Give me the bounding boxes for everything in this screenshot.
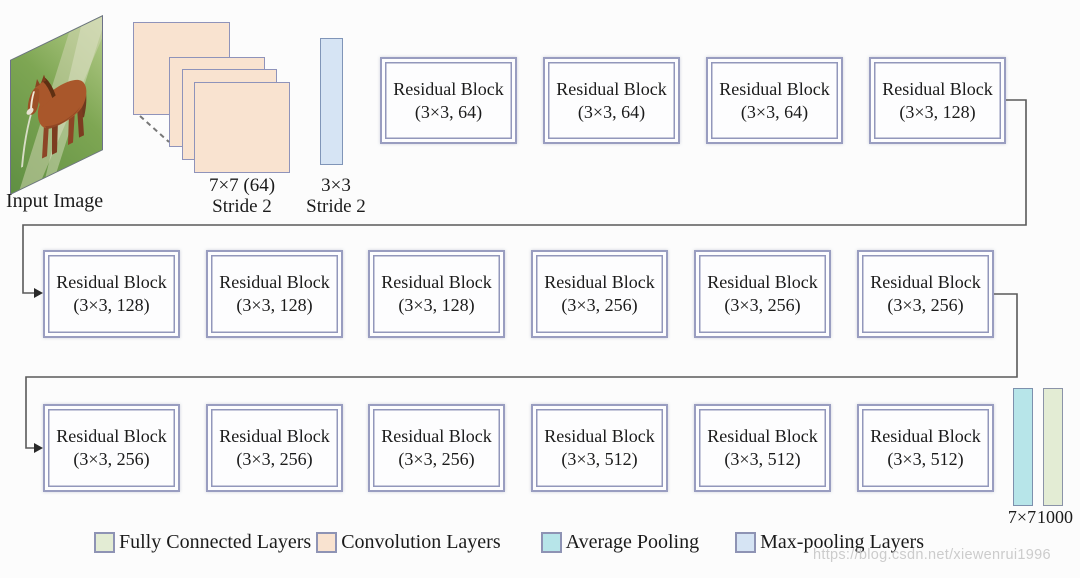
conv-stack-dashed-line	[139, 115, 170, 143]
block-params: (3×3, 256)	[561, 295, 638, 315]
block-params: (3×3, 64)	[740, 101, 809, 122]
residual-block: Residual Block (3×3, 256)	[694, 250, 831, 338]
input-image-label: Input Image	[6, 190, 104, 212]
residual-block: Residual Block (3×3, 64)	[380, 57, 517, 144]
block-params: (3×3, 512)	[887, 449, 964, 469]
legend-label: Convolution Layers	[341, 531, 501, 553]
conv-stem-stride: Stride 2	[212, 196, 272, 217]
legend-item-max-pooling: Max-pooling Layers	[735, 531, 924, 554]
residual-block: Residual Block (3×3, 256)	[368, 404, 505, 492]
block-params: (3×3, 256)	[73, 449, 150, 469]
block-title: Residual Block	[393, 78, 504, 99]
block-title: Residual Block	[219, 426, 330, 446]
legend-item-fully-connected: Fully Connected Layers	[94, 531, 311, 554]
block-params: (3×3, 256)	[724, 295, 801, 315]
residual-block: Residual Block (3×3, 128)	[206, 250, 343, 338]
block-title: Residual Block	[870, 426, 981, 446]
fully-connected-swatch	[94, 532, 115, 553]
average-pooling-swatch	[540, 532, 562, 553]
residual-block: Residual Block (3×3, 512)	[857, 404, 994, 492]
fc-label: 1000	[1037, 507, 1073, 527]
legend-label: Fully Connected Layers	[119, 531, 312, 553]
legend-item-convolution: Convolution Layers	[316, 531, 501, 554]
block-params: (3×3, 128)	[398, 295, 475, 315]
max-pool-label: 3×3 Stride 2	[300, 175, 372, 217]
input-image-photo	[10, 15, 103, 196]
fully-connected-bar	[1043, 388, 1063, 506]
block-title: Residual Block	[870, 272, 981, 292]
block-title: Residual Block	[219, 272, 330, 292]
block-params: (3×3, 128)	[236, 295, 313, 315]
residual-block: Residual Block (3×3, 256)	[43, 404, 180, 492]
residual-block: Residual Block (3×3, 64)	[543, 57, 680, 144]
block-title: Residual Block	[381, 272, 492, 292]
conv-stem-label: 7×7 (64) Stride 2	[188, 175, 296, 217]
watermark-text: https://blog.csdn.net/xiewenrui1996	[813, 547, 1051, 563]
row2-arrowhead-icon	[34, 288, 43, 298]
residual-block: Residual Block (3×3, 128)	[368, 250, 505, 338]
legend-label: Max-pooling Layers	[760, 531, 924, 553]
block-params: (3×3, 128)	[899, 101, 976, 122]
legend: Fully Connected Layers Convolution Layer…	[94, 531, 924, 554]
max-pool-size: 3×3	[321, 175, 351, 196]
max-pooling-bar	[320, 38, 343, 165]
residual-block: Residual Block (3×3, 256)	[531, 250, 668, 338]
residual-block: Residual Block (3×3, 128)	[869, 57, 1006, 144]
max-pool-stride: Stride 2	[306, 196, 366, 217]
block-params: (3×3, 512)	[724, 449, 801, 469]
avg-pool-label: 7×7	[1007, 507, 1037, 527]
residual-block: Residual Block (3×3, 256)	[857, 250, 994, 338]
legend-label: Average Pooling	[565, 531, 700, 553]
block-title: Residual Block	[707, 272, 818, 292]
max-pooling-swatch	[735, 532, 757, 553]
block-params: (3×3, 256)	[398, 449, 475, 469]
residual-block: Residual Block (3×3, 64)	[706, 57, 843, 144]
block-params: (3×3, 64)	[577, 101, 646, 122]
convolution-swatch	[316, 532, 338, 553]
block-params: (3×3, 256)	[887, 295, 964, 315]
block-params: (3×3, 256)	[236, 449, 313, 469]
block-title: Residual Block	[544, 426, 655, 446]
block-params: (3×3, 64)	[414, 101, 483, 122]
horse-photo-illustration	[11, 15, 103, 196]
block-title: Residual Block	[707, 426, 818, 446]
block-title: Residual Block	[544, 272, 655, 292]
residual-block: Residual Block (3×3, 256)	[206, 404, 343, 492]
conv-stem-size: 7×7 (64)	[208, 175, 276, 196]
block-params: (3×3, 128)	[73, 295, 150, 315]
block-title: Residual Block	[56, 426, 167, 446]
residual-block: Residual Block (3×3, 512)	[694, 404, 831, 492]
block-title: Residual Block	[556, 78, 667, 99]
row3-arrowhead-icon	[34, 443, 43, 453]
average-pooling-bar	[1013, 388, 1033, 506]
block-params: (3×3, 512)	[561, 449, 638, 469]
block-title: Residual Block	[381, 426, 492, 446]
legend-item-average-pooling: Average Pooling	[540, 531, 700, 554]
block-title: Residual Block	[882, 78, 993, 99]
residual-block: Residual Block (3×3, 512)	[531, 404, 668, 492]
residual-block: Residual Block (3×3, 128)	[43, 250, 180, 338]
block-title: Residual Block	[56, 272, 167, 292]
conv-layer-square	[194, 82, 290, 173]
block-title: Residual Block	[719, 78, 830, 99]
